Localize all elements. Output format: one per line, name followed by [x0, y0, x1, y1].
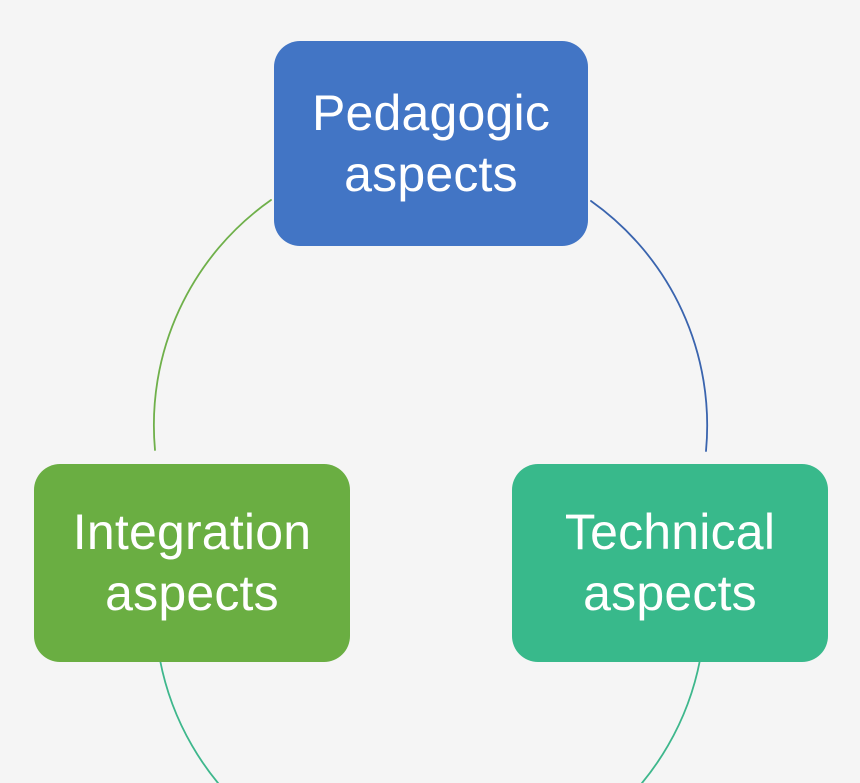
arc-integration-to-pedagogic	[152, 199, 272, 451]
node-integration-aspects[interactable]: Integration aspects	[34, 464, 350, 662]
arc-pedagogic-to-technical	[590, 200, 709, 452]
node-integration-label: Integration aspects	[72, 504, 312, 621]
node-technical-label: Technical aspects	[564, 504, 776, 621]
arc-technical-to-integration	[159, 659, 701, 783]
node-technical-aspects[interactable]: Technical aspects	[512, 464, 828, 662]
node-pedagogic-aspects[interactable]: Pedagogic aspects	[274, 41, 588, 246]
node-pedagogic-label: Pedagogic aspects	[311, 84, 551, 202]
